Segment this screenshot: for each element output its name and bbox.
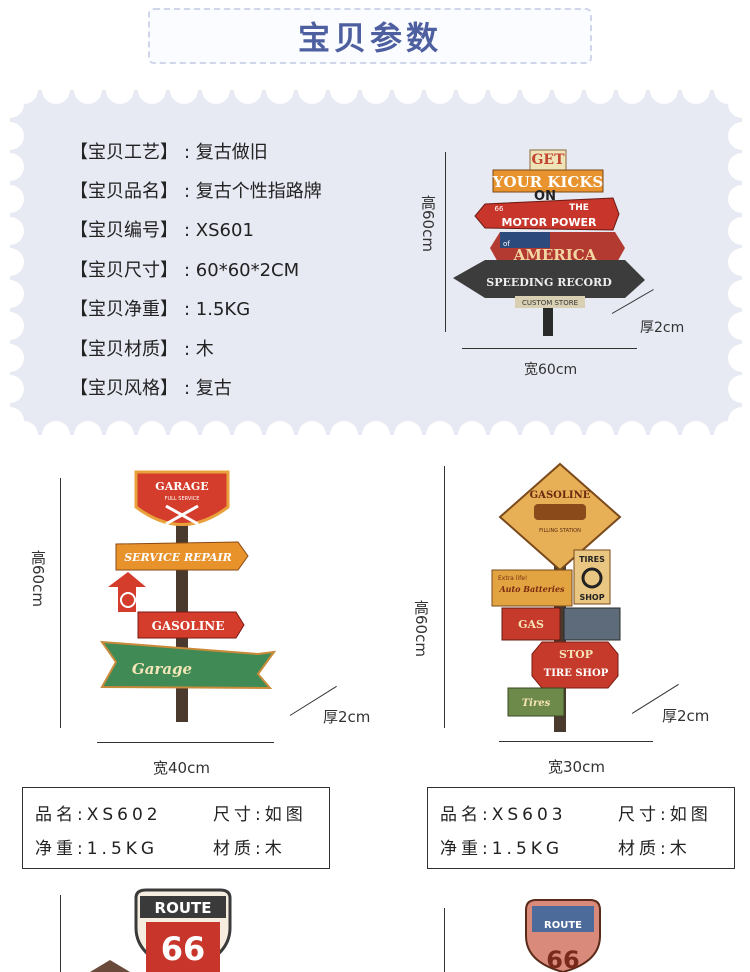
height-line bbox=[60, 478, 61, 728]
stamp-edge-left bbox=[0, 90, 30, 435]
spec-box-xs603: 品名:XS603 尺寸:如图 净重:1.5KG 材质:木 bbox=[427, 787, 735, 869]
param-row-style: 【宝贝风格】 : 复古 bbox=[70, 374, 232, 400]
width-label: 宽30cm bbox=[548, 758, 605, 776]
param-row-size: 【宝贝尺寸】 : 60*60*2CM bbox=[70, 256, 299, 282]
param-key: 【宝贝材质】 bbox=[70, 339, 178, 360]
sign-text-full: FULL SERVICE bbox=[165, 496, 200, 502]
sign-text-auto: Auto Batteries bbox=[498, 584, 565, 594]
height-line bbox=[444, 466, 445, 728]
sign-text-tires2: Tires bbox=[522, 698, 551, 709]
param-key: 【宝贝工艺】 bbox=[70, 142, 178, 163]
height-label: 高60cm bbox=[412, 600, 430, 657]
spec-weight: 净重:1.5KG bbox=[440, 839, 564, 859]
sign-text-filling: FILLING STATION bbox=[539, 528, 581, 534]
spec-size: 尺寸:如图 bbox=[213, 805, 307, 825]
sign-text-on: ON bbox=[534, 189, 556, 204]
stamp-edge-right bbox=[728, 90, 750, 435]
sign-text-gasoline: GASOLINE bbox=[530, 490, 591, 501]
param-key: 【宝贝尺寸】 bbox=[70, 260, 178, 281]
param-key: 【宝贝编号】 bbox=[70, 220, 178, 241]
param-key: 【宝贝品名】 bbox=[70, 181, 178, 202]
stamp-edge-bottom bbox=[10, 421, 742, 455]
sign-text-66: 66 bbox=[495, 205, 504, 213]
sign-text-stop: STOP bbox=[559, 648, 593, 661]
spec-size: 尺寸:如图 bbox=[618, 805, 712, 825]
section-title: 宝贝参数 bbox=[297, 19, 442, 57]
sign-text-gas: GAS bbox=[518, 618, 544, 631]
depth-label: 厚2cm bbox=[323, 708, 371, 726]
sign-text-the: THE bbox=[569, 203, 589, 213]
sign-text-tireshop: TIRE SHOP bbox=[544, 668, 609, 679]
param-value: : XS601 bbox=[184, 220, 254, 241]
sign-text-garage: GARAGE bbox=[155, 480, 208, 493]
sign-text-speeding: SPEEDING RECORD bbox=[486, 276, 612, 289]
param-row-code: 【宝贝编号】 : XS601 bbox=[70, 216, 254, 242]
route-number: 66 bbox=[161, 930, 206, 968]
sign-text-shop: SHOP bbox=[579, 593, 604, 602]
sign-text-america: AMERICA bbox=[513, 246, 597, 264]
param-key: 【宝贝风格】 bbox=[70, 378, 178, 399]
spec-box-xs602: 品名:XS602 尺寸:如图 净重:1.5KG 材质:木 bbox=[22, 787, 330, 869]
param-row-material: 【宝贝材质】 : 木 bbox=[70, 335, 214, 361]
param-row-name: 【宝贝品名】 : 复古个性指路牌 bbox=[70, 177, 322, 203]
sign-text-extra: Extra life! bbox=[498, 575, 527, 582]
route-text: ROUTE bbox=[544, 920, 582, 931]
signpost-image-route66-left: ROUTE 66 bbox=[90, 888, 232, 972]
height-line bbox=[445, 152, 446, 332]
height-label: 高60cm bbox=[419, 195, 437, 252]
sign-text-service: SERVICE REPAIR bbox=[124, 551, 232, 564]
signpost-image-xs603: GASOLINE FILLING STATION Extra life! Aut… bbox=[491, 462, 622, 732]
depth-label: 厚2cm bbox=[662, 707, 710, 725]
width-line bbox=[97, 742, 274, 743]
param-value: : 1.5KG bbox=[184, 299, 251, 320]
param-value: : 复古 bbox=[184, 378, 232, 399]
height-line bbox=[60, 895, 61, 972]
signpost-image-xs601: GET YOUR KICKS ON THE 66 MOTOR POWER of … bbox=[453, 149, 645, 336]
sign-text-get: GET bbox=[531, 152, 565, 168]
param-row-craft: 【宝贝工艺】 : 复古做旧 bbox=[70, 138, 268, 164]
route-text: ROUTE bbox=[155, 899, 212, 917]
sign-text-of: of bbox=[503, 240, 510, 248]
param-value: : 60*60*2CM bbox=[184, 260, 300, 281]
width-line bbox=[499, 741, 653, 742]
spec-material: 材质:木 bbox=[213, 839, 286, 859]
stamp-edge-top bbox=[10, 76, 742, 110]
param-row-weight: 【宝贝净重】 : 1.5KG bbox=[70, 295, 250, 321]
param-value: : 木 bbox=[184, 339, 214, 360]
signpost-image-xs602: GARAGE FULL SERVICE SERVICE REPAIR GASOL… bbox=[99, 470, 276, 722]
width-line bbox=[462, 348, 637, 349]
depth-label: 厚2cm bbox=[640, 320, 685, 336]
param-value: : 复古做旧 bbox=[184, 142, 268, 163]
param-value: : 复古个性指路牌 bbox=[184, 181, 322, 202]
height-line bbox=[444, 908, 445, 972]
sign-text-garage2: Garage bbox=[132, 660, 192, 678]
sign-text-custom: CUSTOM STORE bbox=[522, 299, 578, 307]
spec-name: 品名:XS602 bbox=[35, 805, 162, 825]
route-number: 66 bbox=[546, 946, 579, 972]
spec-material: 材质:木 bbox=[618, 839, 691, 859]
sign-text-motor: MOTOR POWER bbox=[502, 216, 598, 229]
sign-text-kicks: YOUR KICKS bbox=[492, 173, 603, 191]
width-label: 宽40cm bbox=[153, 759, 210, 777]
param-key: 【宝贝净重】 bbox=[70, 299, 178, 320]
width-label: 宽60cm bbox=[524, 362, 578, 378]
height-label: 高60cm bbox=[29, 550, 47, 607]
spec-weight: 净重:1.5KG bbox=[35, 839, 159, 859]
signpost-image-route66-right: ROUTE 66 bbox=[525, 899, 601, 972]
spec-name: 品名:XS603 bbox=[440, 805, 567, 825]
sign-text-tires: TIRES bbox=[579, 555, 605, 564]
sign-text-gasoline: GASOLINE bbox=[152, 619, 225, 633]
section-title-box: 宝贝参数 bbox=[148, 8, 592, 64]
